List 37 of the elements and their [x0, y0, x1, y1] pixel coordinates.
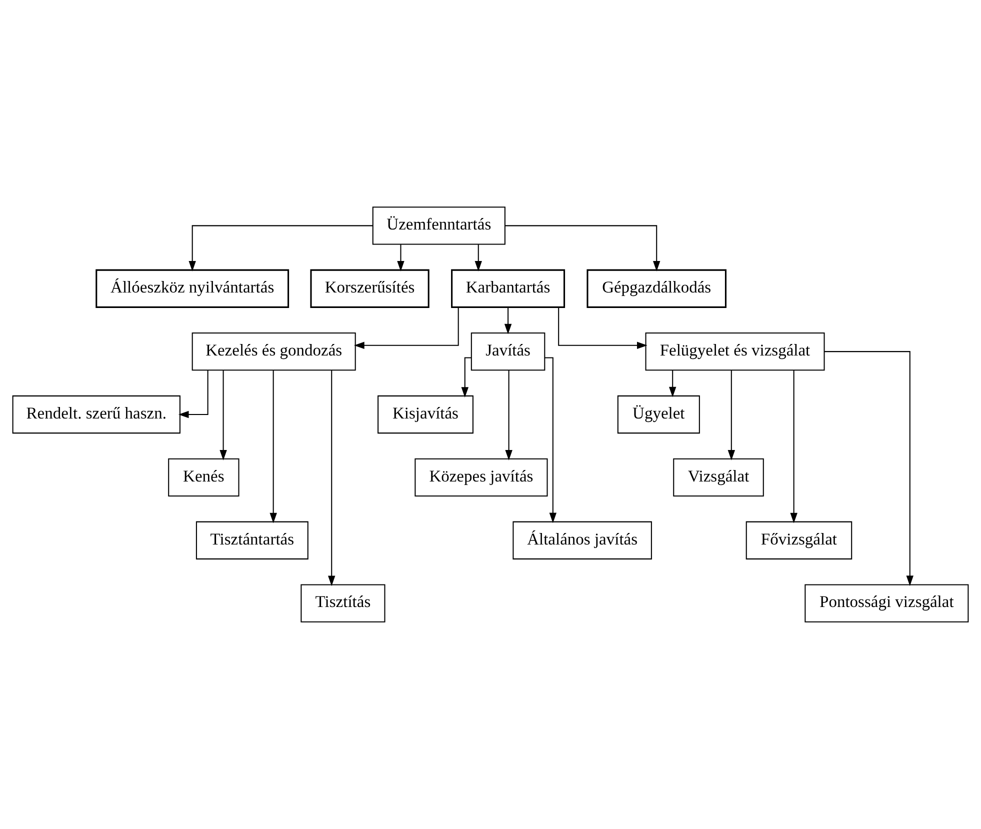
arrow — [544, 357, 557, 524]
arrow — [461, 357, 472, 398]
node-box: Tisztítás — [300, 584, 386, 622]
arrow — [505, 225, 660, 272]
arrow — [178, 370, 208, 418]
node-box: Kisjavítás — [378, 395, 474, 434]
node-box: Állóeszköz nyilvántartás — [96, 269, 290, 308]
arrow — [397, 244, 404, 272]
node-box: Kenés — [168, 458, 240, 497]
arrow — [505, 370, 512, 460]
arrow — [824, 351, 914, 586]
node-box: Ügyelet — [617, 395, 700, 434]
node-box: Karbantartás — [451, 269, 566, 308]
node-box: Közepes javítás — [414, 458, 548, 497]
arrow — [504, 308, 512, 334]
arrow — [270, 370, 277, 524]
node-box: Üzemfenntartás — [372, 206, 506, 245]
arrow — [558, 307, 648, 349]
arrow — [220, 370, 227, 460]
arrow — [728, 370, 736, 460]
node-box: Általános javítás — [512, 521, 652, 560]
arrow — [474, 244, 482, 272]
node-box: Tisztántartás — [196, 521, 308, 560]
node-box: Felügyelet és vizsgálat — [645, 332, 825, 371]
node-box: Javítás — [470, 332, 546, 371]
arrow — [188, 225, 373, 272]
arrow — [668, 370, 676, 398]
node-box: Vizsgálat — [673, 458, 764, 497]
arrow — [328, 370, 336, 586]
node-box: Korszerűsítés — [310, 269, 430, 308]
node-box: Kezelés és gondozás — [192, 332, 356, 371]
arrow — [790, 370, 798, 524]
node-box: Pontossági vizsgálat — [804, 584, 969, 622]
node-box: Rendelt. szerű haszn. — [12, 395, 180, 434]
node-box: Fővizsgálat — [746, 521, 852, 560]
arrow — [354, 307, 459, 349]
node-box: Gépgazdálkodás — [586, 269, 726, 308]
